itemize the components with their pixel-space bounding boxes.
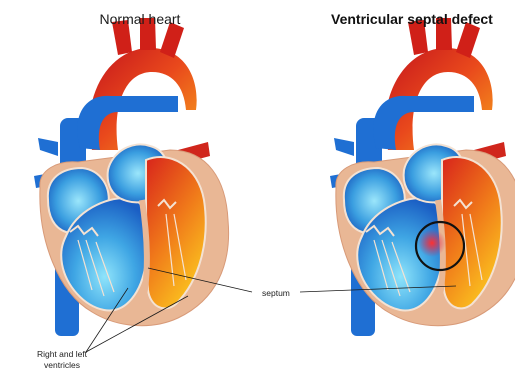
septum-label: septum bbox=[262, 288, 290, 298]
ventricles-label-line2: ventricles bbox=[44, 360, 80, 370]
vsd-title: Ventricular septal defect bbox=[331, 11, 493, 27]
normal-heart-illustration bbox=[34, 18, 229, 336]
vsd-heart-illustration bbox=[330, 18, 515, 336]
septal-defect-spot bbox=[418, 229, 446, 257]
ventricles-label-line1: Right and left bbox=[37, 349, 88, 359]
normal-heart-title: Normal heart bbox=[100, 11, 181, 27]
